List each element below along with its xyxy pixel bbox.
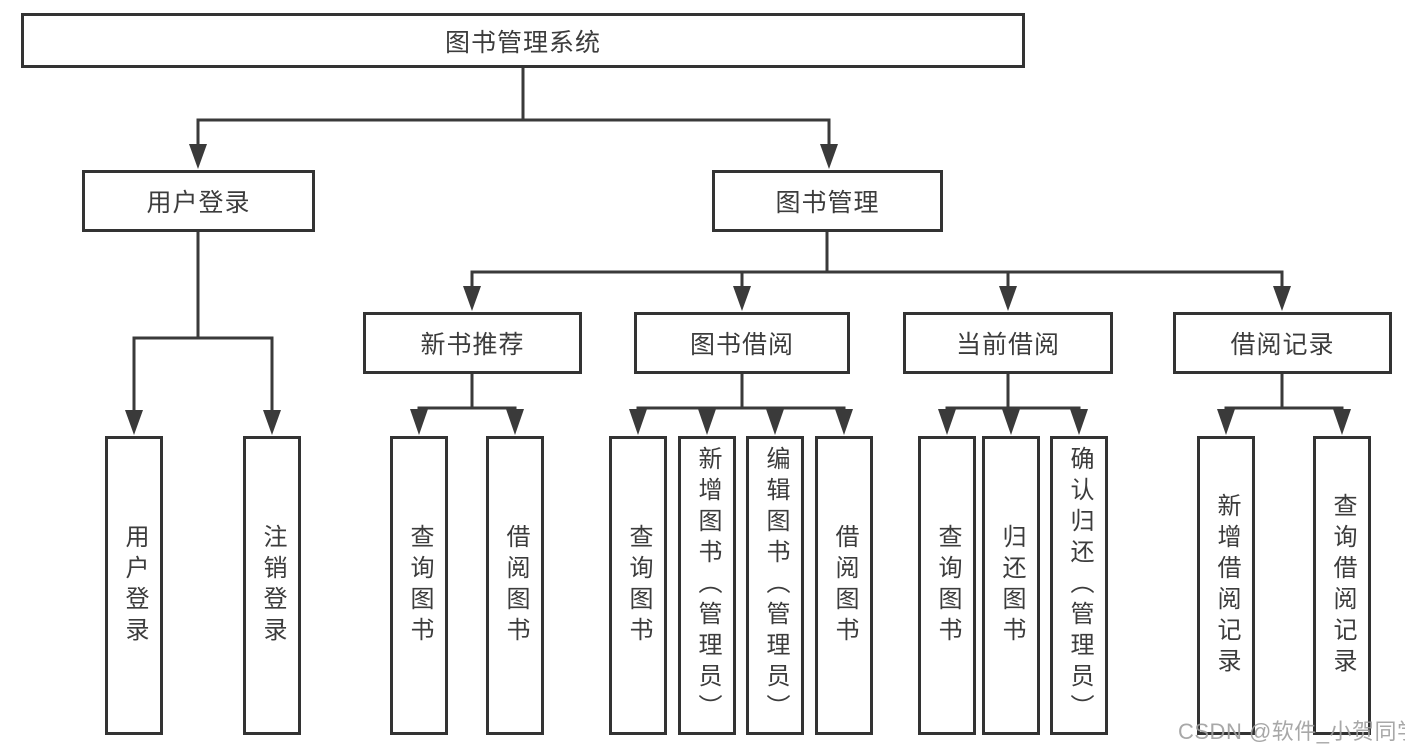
node-borrow-record: 借阅记录 xyxy=(1173,312,1392,374)
node-borrow-record-label: 借阅记录 xyxy=(1230,331,1335,359)
leaf-return-book: 归还图书 xyxy=(982,436,1040,735)
node-book-management-label: 图书管理 xyxy=(775,189,880,217)
connector-current-borrow-branch xyxy=(938,374,1088,435)
connector-book-mgmt-branch xyxy=(463,232,1291,311)
node-book-management: 图书管理 xyxy=(712,170,943,232)
leaf-newbook-borrow: 借阅图书 xyxy=(486,436,544,735)
node-current-borrow: 当前借阅 xyxy=(903,312,1113,374)
leaf-query-borrow-record: 查询借阅记录 xyxy=(1313,436,1371,735)
leaf-current-query-label: 查询图书 xyxy=(934,523,961,648)
leaf-newbook-query: 查询图书 xyxy=(390,436,448,735)
connector-root-to-level2 xyxy=(189,68,838,169)
node-user-login: 用户登录 xyxy=(82,170,315,232)
connector-new-book-branch xyxy=(410,374,524,435)
leaf-user-login-label: 用户登录 xyxy=(121,523,148,648)
leaf-borrow-query-label: 查询图书 xyxy=(625,523,652,648)
leaf-add-borrow-record-label: 新增借阅记录 xyxy=(1213,492,1240,679)
leaf-add-book-admin-label: 新增图书（管理员） xyxy=(694,446,721,725)
connector-user-login-branch xyxy=(125,232,281,435)
leaf-add-book-admin: 新增图书（管理员） xyxy=(678,436,736,735)
leaf-current-query: 查询图书 xyxy=(918,436,976,735)
leaf-newbook-borrow-label: 借阅图书 xyxy=(502,523,529,648)
node-system-root: 图书管理系统 xyxy=(21,13,1025,68)
leaf-borrow-book: 借阅图书 xyxy=(815,436,873,735)
leaf-borrow-query: 查询图书 xyxy=(609,436,667,735)
leaf-add-borrow-record: 新增借阅记录 xyxy=(1197,436,1255,735)
leaf-confirm-return-admin-label: 确认归还（管理员） xyxy=(1066,446,1093,725)
connector-borrow-record-branch xyxy=(1217,374,1351,435)
leaf-user-login: 用户登录 xyxy=(105,436,163,735)
node-system-root-label: 图书管理系统 xyxy=(444,28,601,57)
leaf-edit-book-admin-label: 编辑图书（管理员） xyxy=(762,446,789,725)
node-book-borrow-label: 图书借阅 xyxy=(689,331,794,359)
connector-book-borrow-branch xyxy=(629,374,853,435)
node-new-book-recommend-label: 新书推荐 xyxy=(420,331,525,359)
leaf-query-borrow-record-label: 查询借阅记录 xyxy=(1329,492,1356,679)
leaf-logout-label: 注销登录 xyxy=(259,523,286,648)
node-book-borrow: 图书借阅 xyxy=(634,312,850,374)
leaf-newbook-query-label: 查询图书 xyxy=(406,523,433,648)
node-user-login-label: 用户登录 xyxy=(146,189,251,217)
leaf-confirm-return-admin: 确认归还（管理员） xyxy=(1050,436,1108,735)
csdn-watermark: CSDN @软件_小贺同学 xyxy=(1178,719,1405,744)
leaf-return-book-label: 归还图书 xyxy=(998,523,1025,648)
leaf-logout: 注销登录 xyxy=(243,436,301,735)
node-new-book-recommend: 新书推荐 xyxy=(363,312,582,374)
leaf-borrow-book-label: 借阅图书 xyxy=(831,523,858,648)
node-current-borrow-label: 当前借阅 xyxy=(955,331,1060,359)
leaf-edit-book-admin: 编辑图书（管理员） xyxy=(746,436,804,735)
